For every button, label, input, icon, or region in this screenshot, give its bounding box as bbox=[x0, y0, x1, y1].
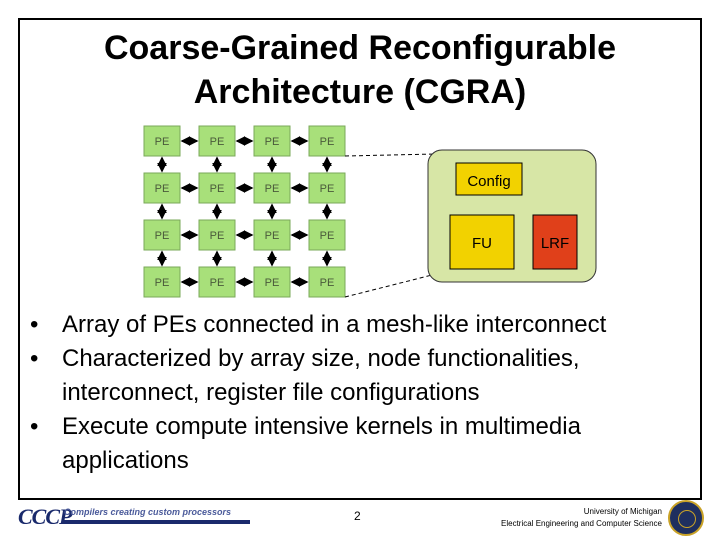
bullet-item: • Array of PEs connected in a mesh-like i… bbox=[30, 308, 690, 342]
fu-block bbox=[449, 214, 515, 270]
pe-label: PE bbox=[210, 277, 225, 289]
pe-block bbox=[143, 125, 181, 157]
bullet-text: Execute compute intensive kernels in mul… bbox=[62, 413, 581, 474]
logo-underline bbox=[64, 520, 250, 524]
title-line-2: Architecture (CGRA) bbox=[193, 73, 527, 111]
pe-label: PE bbox=[265, 136, 280, 148]
pe-label: PE bbox=[210, 230, 225, 242]
pe-label: PE bbox=[155, 183, 170, 195]
config-block bbox=[455, 162, 523, 196]
pe-block bbox=[198, 125, 236, 157]
university-credit: University of Michigan Electrical Engine… bbox=[501, 506, 662, 530]
page-number: 2 bbox=[354, 509, 361, 523]
pe-block bbox=[308, 266, 346, 298]
pe-block bbox=[143, 219, 181, 251]
university-seal-icon bbox=[668, 500, 704, 536]
pe-block bbox=[143, 266, 181, 298]
pe-label: PE bbox=[320, 136, 335, 148]
title-line-1: Coarse-Grained Reconfigurable bbox=[103, 29, 616, 67]
lrf-block bbox=[532, 214, 578, 270]
bullet-mark: • bbox=[30, 345, 39, 372]
pe-label: PE bbox=[320, 230, 335, 242]
cccp-logo: CCCP bbox=[18, 504, 72, 529]
pe-label: PE bbox=[265, 230, 280, 242]
bullet-item: • Execute compute intensive kernels in mu… bbox=[30, 410, 690, 478]
fu-label: FU bbox=[472, 235, 492, 252]
pe-label: PE bbox=[265, 183, 280, 195]
zoom-line bbox=[344, 153, 437, 157]
department-name: Electrical Engineering and Computer Scie… bbox=[501, 519, 662, 528]
config-label: Config bbox=[467, 173, 510, 190]
pe-block bbox=[253, 266, 291, 298]
zoom-line bbox=[344, 273, 437, 298]
bullet-item: • Characterized by array size, node funct… bbox=[30, 342, 690, 410]
pe-label: PE bbox=[320, 277, 335, 289]
pe-block bbox=[253, 172, 291, 204]
bullet-mark: • bbox=[30, 413, 39, 440]
pe-block bbox=[198, 172, 236, 204]
logo-tagline: Compilers creating custom processors bbox=[64, 507, 232, 517]
pe-block bbox=[198, 219, 236, 251]
bullet-text: Array of PEs connected in a mesh-like in… bbox=[62, 311, 607, 338]
university-name: University of Michigan bbox=[583, 507, 662, 516]
bullet-text: Characterized by array size, node functi… bbox=[62, 345, 580, 406]
pe-label: PE bbox=[155, 277, 170, 289]
pe-block bbox=[308, 219, 346, 251]
pe-label: PE bbox=[265, 277, 280, 289]
slide-frame bbox=[18, 18, 702, 500]
pe-block bbox=[253, 219, 291, 251]
pe-block bbox=[253, 125, 291, 157]
pe-block bbox=[308, 172, 346, 204]
pe-label: PE bbox=[210, 136, 225, 148]
pe-block bbox=[308, 125, 346, 157]
pe-label: PE bbox=[210, 183, 225, 195]
bullet-mark: • bbox=[30, 311, 39, 338]
lrf-label: LRF bbox=[541, 235, 569, 252]
pe-block bbox=[198, 266, 236, 298]
pe-label: PE bbox=[320, 183, 335, 195]
pe-block bbox=[143, 172, 181, 204]
slide-title: Coarse-Grained Reconfigurable Architectu… bbox=[0, 26, 720, 114]
pe-label: PE bbox=[155, 136, 170, 148]
pe-label: PE bbox=[155, 230, 170, 242]
bullet-list: • Array of PEs connected in a mesh-like i… bbox=[30, 308, 690, 478]
